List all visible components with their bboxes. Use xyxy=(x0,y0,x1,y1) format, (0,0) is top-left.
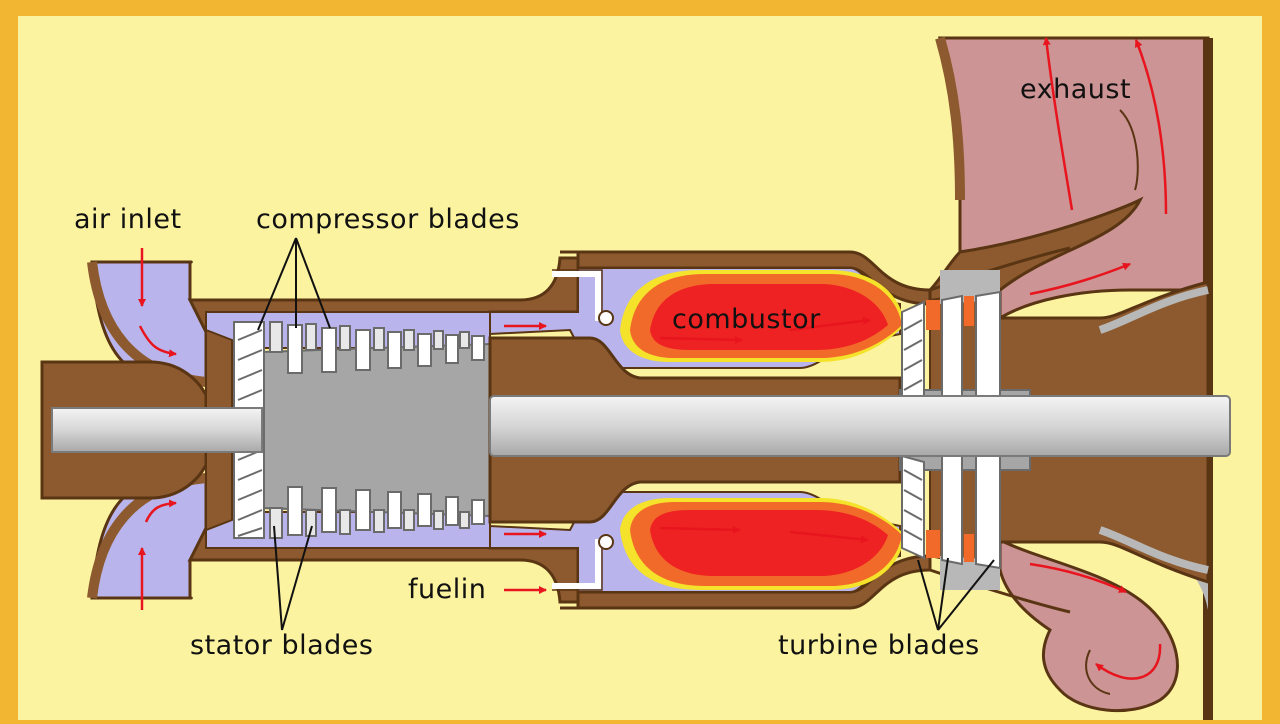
combustor-label: combustor xyxy=(672,304,821,335)
compressor-blades-label: compressor blades xyxy=(256,204,520,235)
compressor-blades-top xyxy=(269,321,485,374)
leader-lines xyxy=(257,237,995,631)
fuel-in-label: fuelin xyxy=(408,574,487,605)
turbine-hot-gas xyxy=(926,296,974,562)
combustor-flame-bottom xyxy=(620,498,905,590)
compressor-blades-bottom xyxy=(269,486,485,539)
turbine-blades-label: turbine blades xyxy=(778,630,980,661)
main-shaft xyxy=(489,395,1231,457)
turbine-blades xyxy=(901,290,1001,570)
stator-blades-label: stator blades xyxy=(190,630,374,661)
flow-arrows xyxy=(138,37,1168,680)
air-inlet-label: air inlet xyxy=(74,204,182,235)
front-shaft xyxy=(51,407,263,453)
exhaust-label: exhaust xyxy=(1020,74,1132,105)
